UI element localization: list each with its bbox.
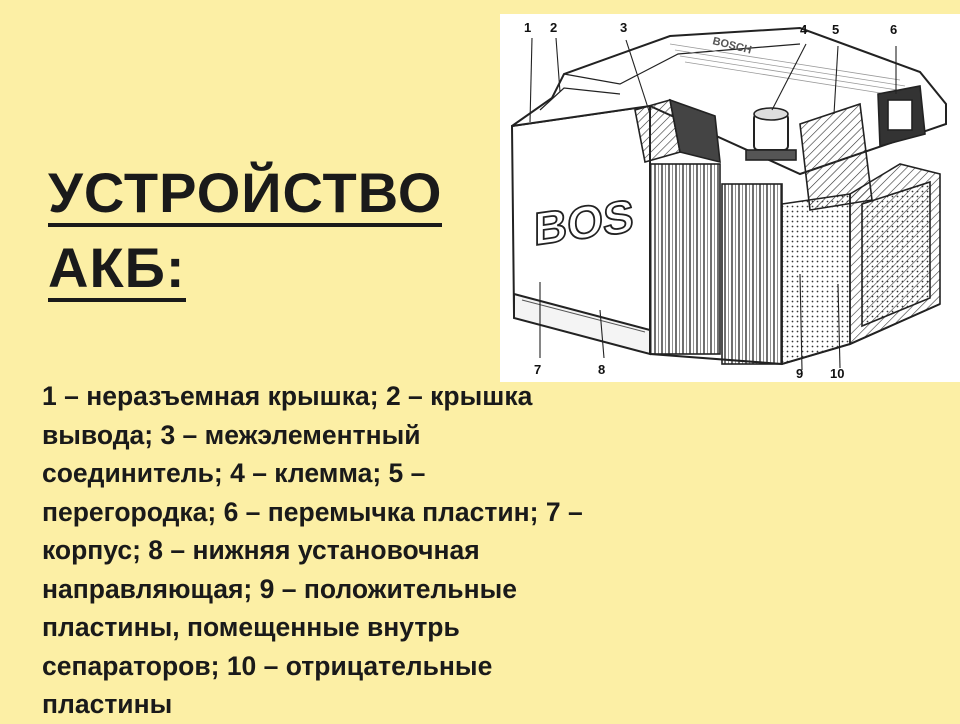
- label-9: 9: [796, 366, 803, 381]
- caption-line: направляющая; 9 – положительные: [42, 573, 517, 604]
- legend-caption: 1 – неразъемная крышка; 2 – крышка вывод…: [42, 377, 722, 724]
- caption-line: соединитель; 4 – клемма; 5 –: [42, 458, 426, 488]
- caption-line: пластины, помещенные внутрь: [42, 612, 460, 642]
- caption-line: перегородка; 6 – перемычка пластин; 7 –: [42, 496, 583, 527]
- label-8: 8: [598, 362, 605, 377]
- label-1: 1: [524, 20, 531, 35]
- caption-line: 1 – неразъемная крышка; 2 – крышка: [42, 381, 533, 411]
- brand-text: BOS: [534, 189, 634, 255]
- leader-lines: [529, 37, 897, 371]
- label-4: 4: [800, 22, 808, 37]
- label-5: 5: [832, 22, 839, 37]
- caption-line: сепараторов; 10 – отрицательные: [42, 650, 493, 681]
- cutaway-interior: [634, 85, 941, 366]
- battery-illustration: BOS BOSCH: [510, 20, 947, 381]
- battery-cutaway-diagram: BOS BOSCH: [500, 14, 960, 382]
- caption-line: пластины: [42, 689, 173, 719]
- title-line-2: АКБ:: [48, 238, 186, 302]
- title-line-1: УСТРОЙСТВО: [48, 163, 443, 227]
- page-title: УСТРОЙСТВО АКБ:: [48, 158, 443, 303]
- label-7: 7: [534, 362, 541, 377]
- label-10: 10: [830, 366, 844, 381]
- caption-line: вывода; 3 – межэлементный: [42, 419, 421, 450]
- label-3: 3: [620, 20, 627, 35]
- label-2: 2: [550, 20, 557, 35]
- label-6: 6: [890, 22, 897, 37]
- caption-line: корпус; 8 – нижняя установочная: [42, 535, 480, 565]
